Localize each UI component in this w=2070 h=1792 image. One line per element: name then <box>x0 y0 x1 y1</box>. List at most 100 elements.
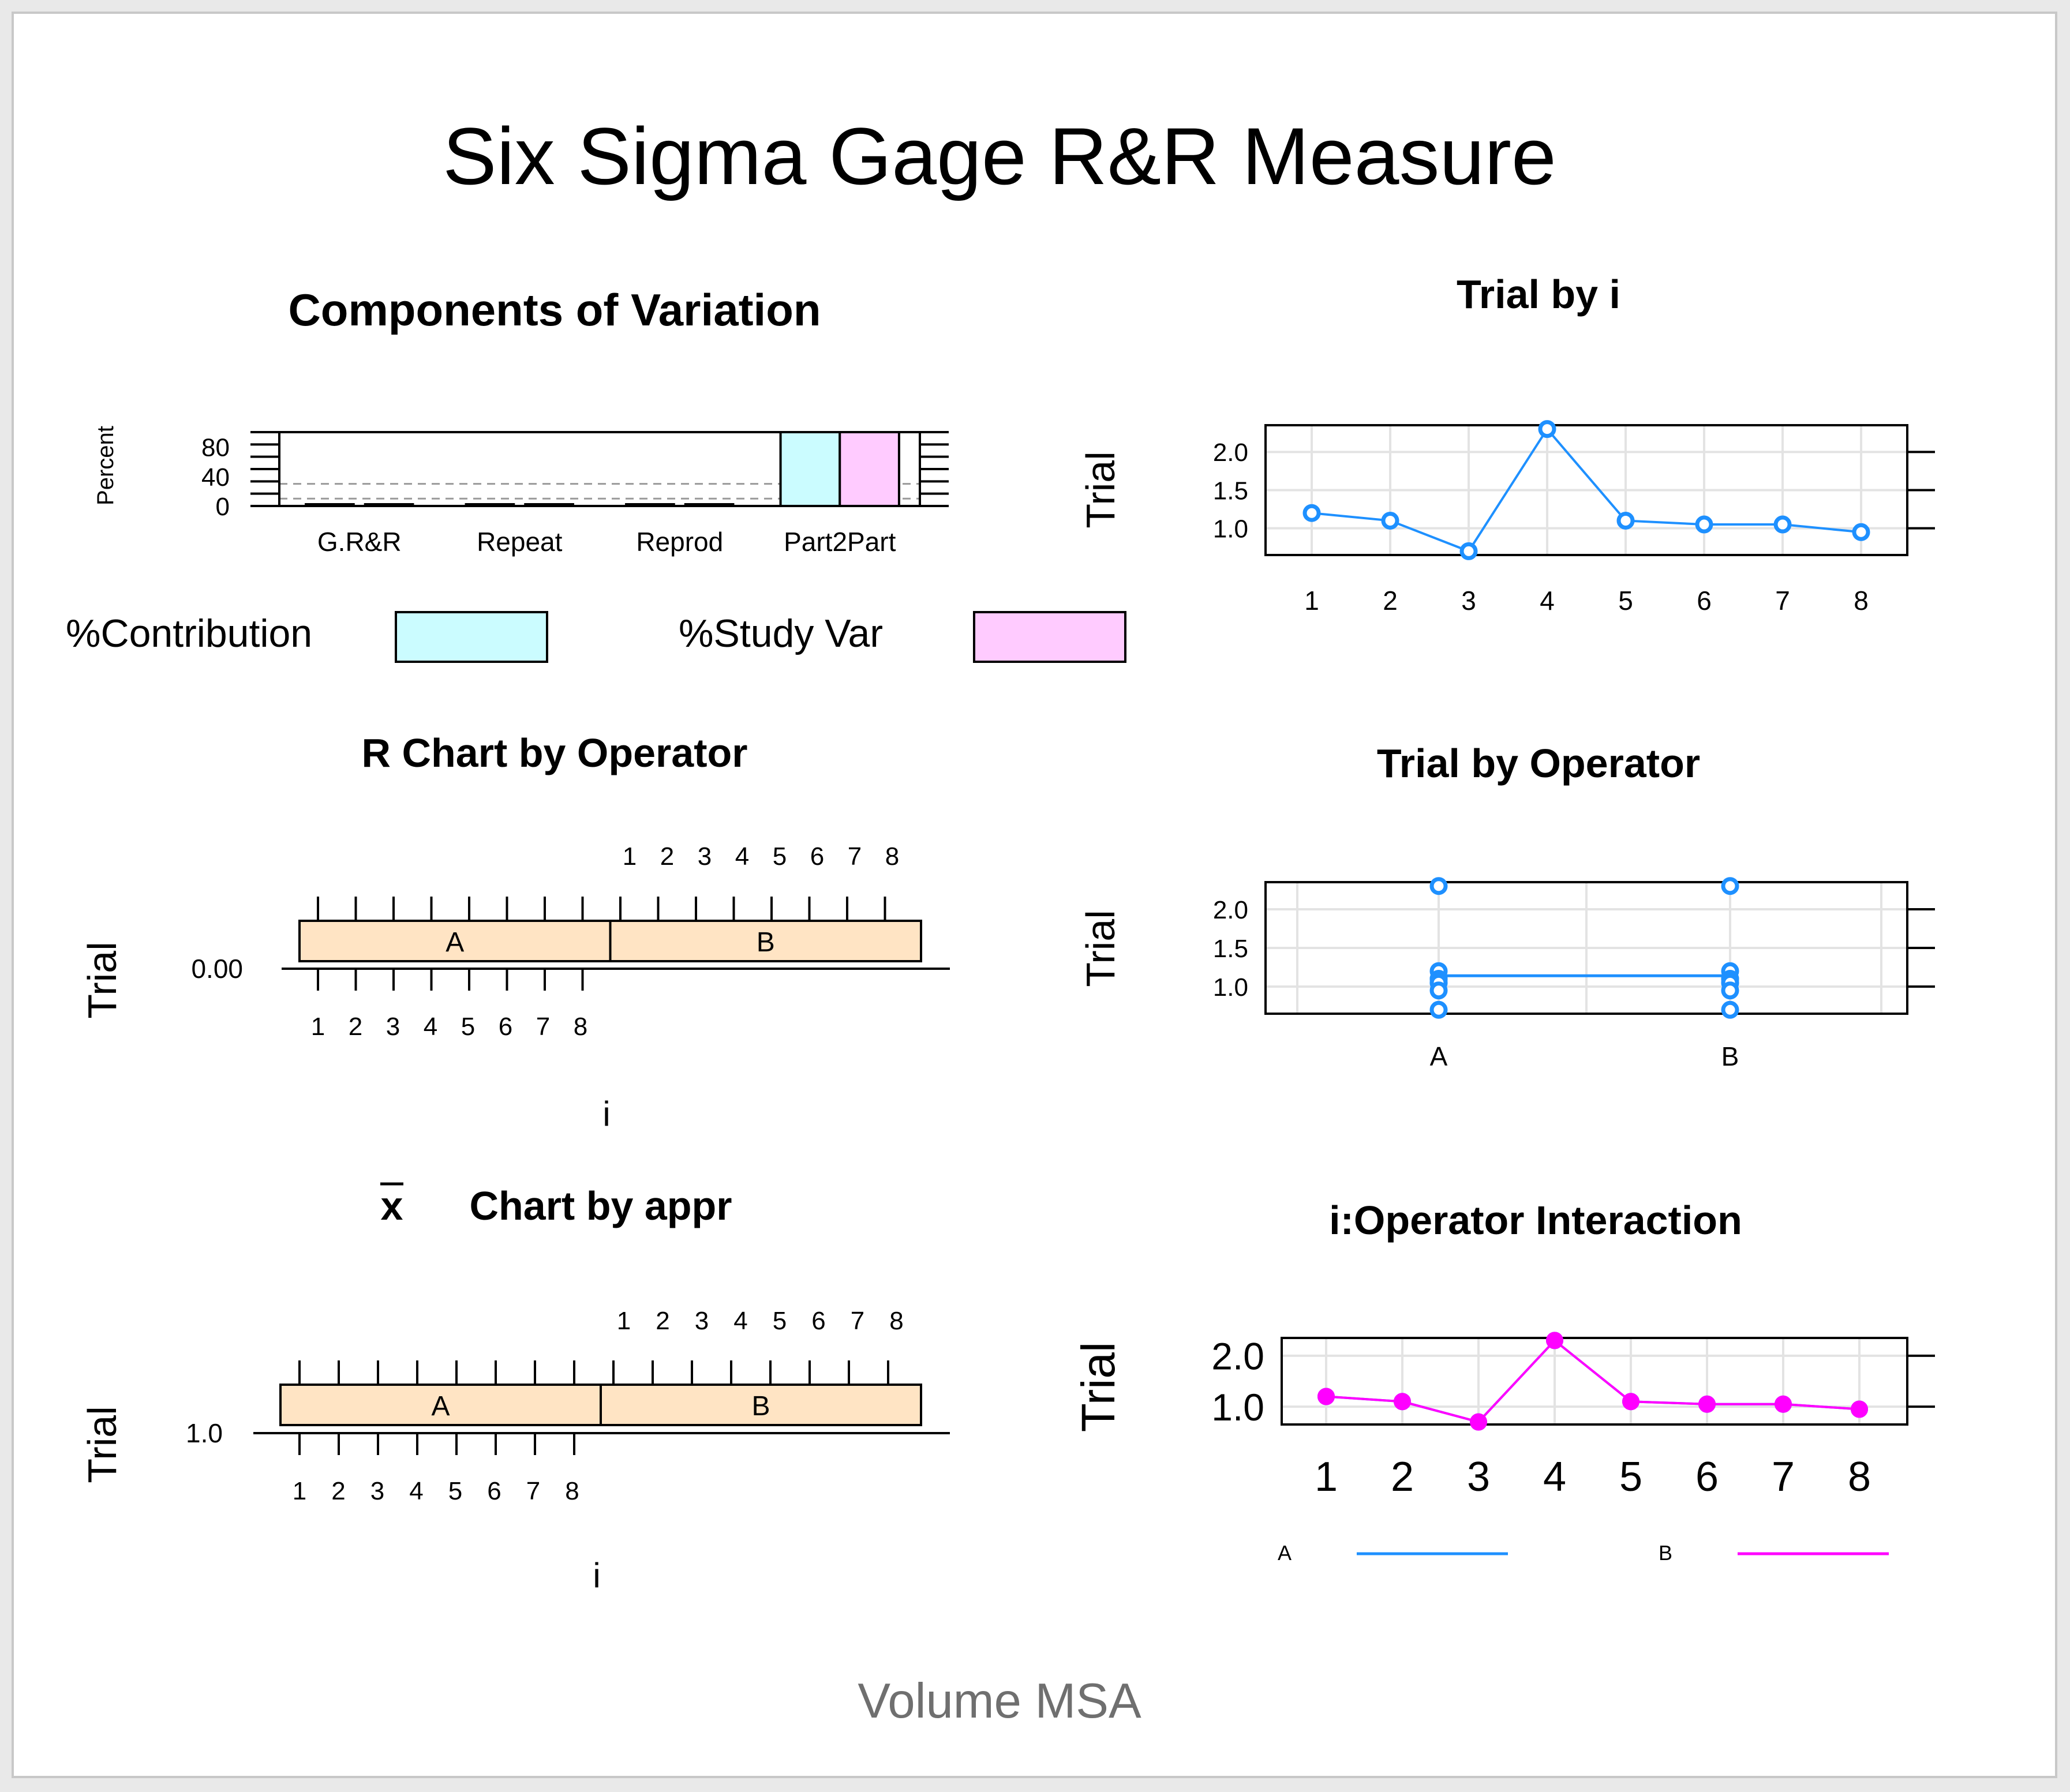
strip-top-tick-label: 4 <box>733 1307 747 1335</box>
trial-by-operator-title: Trial by Operator <box>1377 741 1700 786</box>
strip-top-tick-label: 1 <box>623 842 637 871</box>
strip-y-tick-label: 1.0 <box>186 1418 223 1448</box>
strip-bottom-tick-label: 3 <box>386 1013 400 1041</box>
strip-bottom-tick-label: 7 <box>536 1013 550 1041</box>
strip-top-tick-label: 6 <box>810 842 824 871</box>
xbar-symbol: x <box>381 1183 403 1228</box>
strip-bottom-tick-label: 4 <box>424 1013 437 1041</box>
trial-by-i-series-line <box>1311 427 1862 553</box>
y-tick-label: 1.5 <box>1213 477 1248 505</box>
trial-by-i-ylabel: Trial <box>1078 451 1123 528</box>
strip-xlabel: i <box>602 1094 610 1133</box>
strip-top-tick-label: 8 <box>885 842 899 871</box>
strip-top-tick-label: 4 <box>735 842 749 871</box>
y-tick-label: 2.0 <box>1211 1335 1264 1378</box>
trial-by-operator-x-tick-label: B <box>1721 1041 1739 1071</box>
cov-legend-swatch <box>395 611 548 663</box>
trial-by-i-x-tick-label: 3 <box>1461 586 1476 616</box>
strip-top-tick-label: 3 <box>695 1307 709 1335</box>
cov-legend-swatch <box>973 611 1126 663</box>
trial-by-operator-point <box>1429 981 1448 1000</box>
figure-frame: Six Sigma Gage R&R Measure Volume MSA Co… <box>12 12 2057 1778</box>
interaction-ylabel: Trial <box>1072 1342 1125 1432</box>
strip-bottom-tick-label: 6 <box>487 1477 501 1505</box>
y-tick-label: 1.5 <box>1213 935 1248 963</box>
operator-strip <box>609 920 922 962</box>
operator-strip <box>279 1384 602 1426</box>
strip-top-tick-label: 1 <box>617 1307 631 1335</box>
trial-by-i-x-tick-label: 8 <box>1854 586 1869 616</box>
strip-top-tick-label: 7 <box>851 1307 864 1335</box>
interaction-point <box>1851 1400 1868 1418</box>
cov-category-label: G.R&R <box>317 527 402 557</box>
page-caption: Volume MSA <box>858 1674 1141 1729</box>
trial-by-i-point <box>1695 515 1713 534</box>
cov-category-label: Part2Part <box>784 527 896 557</box>
strip-title: R Chart by Operator <box>362 730 748 775</box>
strip-bottom-tick-label: 7 <box>526 1477 540 1505</box>
trial-by-i-x-tick-label: 6 <box>1697 586 1712 616</box>
strip-bottom-tick-label: 8 <box>565 1477 579 1505</box>
strip-bottom-tick-label: 1 <box>311 1013 325 1041</box>
strip-top-tick-label: 5 <box>773 1307 787 1335</box>
trial-by-i-point <box>1381 511 1399 530</box>
strip-xlabel: i <box>593 1556 600 1595</box>
y-tick-label: 1.0 <box>1213 515 1248 543</box>
cov-bar <box>839 431 900 507</box>
interaction-title: i:Operator Interaction <box>1329 1198 1742 1243</box>
interaction-x-tick-label: 5 <box>1619 1454 1642 1500</box>
operator-strip-label: A <box>431 1391 450 1422</box>
cov-title: Components of Variation <box>288 284 821 335</box>
page-title: Six Sigma Gage R&R Measure <box>443 111 1556 201</box>
strip-title: Chart by appr <box>469 1183 732 1228</box>
interaction-point <box>1317 1388 1335 1405</box>
strip-top-tick-label: 2 <box>660 842 674 871</box>
trial-by-i-title: Trial by i <box>1457 272 1620 317</box>
strip-top-tick-label: 7 <box>848 842 862 871</box>
figure-canvas: Six Sigma Gage R&R Measure Volume MSA Co… <box>61 63 2032 1750</box>
strip-ylabel: Trial <box>80 942 125 1019</box>
trial-by-i-x-tick-label: 5 <box>1618 586 1633 616</box>
trial-by-i-point <box>1538 420 1556 438</box>
trial-by-i-x-tick-label: 4 <box>1540 586 1555 616</box>
cov-y-tick-label: 0 <box>216 493 230 521</box>
operator-strip-label: B <box>757 927 775 958</box>
interaction-point <box>1775 1395 1792 1413</box>
trial-by-i-point <box>1852 523 1870 541</box>
trial-by-operator-point <box>1721 981 1739 1000</box>
strip-top-tick-label: 6 <box>811 1307 825 1335</box>
cov-category-label: Repeat <box>477 527 563 557</box>
strip-top-tick-label: 3 <box>698 842 712 871</box>
strip-bottom-tick-label: 4 <box>409 1477 423 1505</box>
interaction-x-tick-label: 2 <box>1391 1454 1414 1500</box>
trial-by-operator-point <box>1721 1000 1739 1019</box>
trial-by-i-point <box>1616 511 1635 530</box>
cov-legend-label: %Study Var <box>679 612 883 655</box>
trial-by-i-x-tick-label: 7 <box>1775 586 1790 616</box>
trial-by-operator-x-tick-label: A <box>1430 1041 1448 1071</box>
interaction-x-tick-label: 4 <box>1543 1454 1566 1500</box>
strip-top-tick-label: 8 <box>889 1307 903 1335</box>
strip-y-tick-label: 0.00 <box>191 954 243 984</box>
interaction-x-tick-label: 6 <box>1695 1454 1719 1500</box>
strip-bottom-tick-label: 2 <box>349 1013 362 1041</box>
interaction-point <box>1470 1413 1487 1431</box>
strip-bottom-tick-label: 2 <box>331 1477 345 1505</box>
strip-bottom-tick-label: 8 <box>574 1013 587 1041</box>
strip-ylabel: Trial <box>80 1406 125 1483</box>
trial-by-operator-ylabel: Trial <box>1078 910 1123 987</box>
cov-y-tick-label: 40 <box>201 463 230 492</box>
trial-by-i-point <box>1302 504 1321 522</box>
trial-by-i-point <box>1459 542 1478 560</box>
strip-bottom-tick-label: 5 <box>448 1477 462 1505</box>
cov-legend-label: %Contribution <box>66 612 312 655</box>
trial-by-i-x-tick-label: 2 <box>1383 586 1398 616</box>
plot-frame <box>1281 1337 1908 1426</box>
cov-y-tick-label: 80 <box>201 434 230 462</box>
y-tick-label: 1.0 <box>1211 1386 1264 1429</box>
trial-by-i-point <box>1773 515 1792 534</box>
interaction-x-tick-label: 7 <box>1772 1454 1795 1500</box>
interaction-x-tick-label: 3 <box>1467 1454 1490 1500</box>
operator-strip <box>600 1384 922 1426</box>
